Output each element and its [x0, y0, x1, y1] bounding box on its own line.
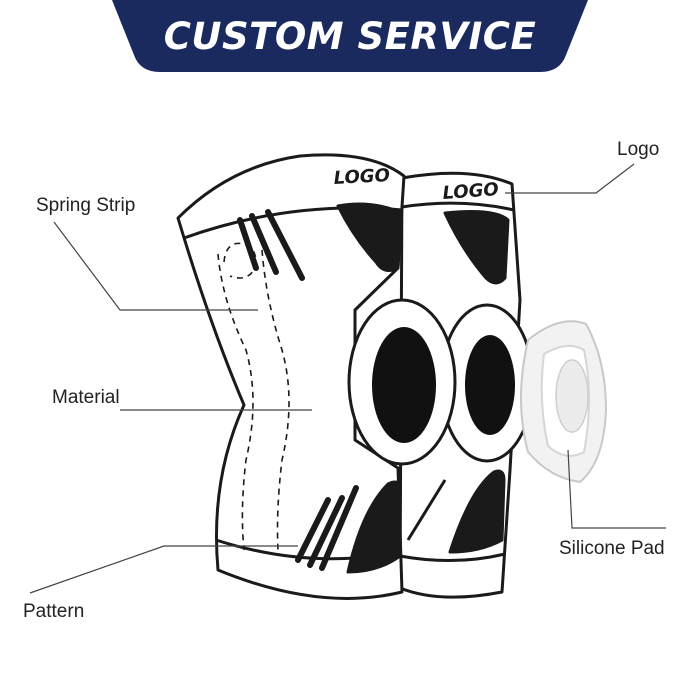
leader-silicone-pad — [567, 449, 666, 529]
front-sleeve-upper-patch — [336, 202, 402, 272]
back-sleeve-stripe — [406, 479, 447, 541]
front-sleeve: LOGO — [176, 153, 406, 600]
spring-strip-line-right — [261, 249, 290, 551]
callout-spring-strip: Spring Strip — [36, 195, 136, 216]
back-sleeve-logo: LOGO — [442, 179, 500, 204]
callout-material: Material — [52, 387, 120, 408]
spring-strip-loop — [223, 242, 257, 279]
silicone-pad — [520, 320, 608, 484]
spring-strip — [217, 242, 290, 551]
back-sleeve-upper-patch — [443, 210, 510, 285]
front-sleeve-body — [176, 153, 406, 600]
silicone-pad-hole — [555, 359, 589, 433]
back-patella-ring-hole — [465, 335, 515, 435]
front-sleeve-upper-stripes — [237, 209, 305, 281]
lower-stripe-1 — [295, 497, 331, 563]
upper-stripe-3 — [265, 209, 305, 281]
front-sleeve-logo: LOGO — [333, 165, 390, 189]
leader-lines — [29, 163, 666, 594]
back-sleeve-lower-patch — [448, 469, 506, 554]
callout-silicone-pad: Silicone Pad — [559, 538, 665, 559]
banner-background — [112, 0, 588, 72]
lower-stripe-3 — [319, 485, 359, 571]
front-patella-ring — [347, 298, 457, 466]
leader-logo — [505, 163, 635, 194]
callout-pattern: Pattern — [23, 601, 85, 622]
banner-title: CUSTOM SERVICE — [163, 14, 537, 58]
leader-spring-strip — [53, 221, 258, 311]
upper-stripe-2 — [249, 213, 279, 275]
back-sleeve-top-band — [401, 201, 515, 212]
front-sleeve-lower-patch — [346, 480, 402, 574]
front-sleeve-lower-stripes — [295, 485, 359, 571]
callout-logo: Logo — [617, 139, 660, 160]
upper-stripe-1 — [237, 217, 259, 271]
front-patella-ring-hole — [372, 327, 436, 443]
leader-pattern — [29, 545, 298, 594]
spring-strip-line-left — [217, 253, 254, 551]
lower-stripe-2 — [307, 495, 345, 568]
header-banner — [112, 0, 588, 72]
back-sleeve-bottom-band — [399, 552, 506, 563]
